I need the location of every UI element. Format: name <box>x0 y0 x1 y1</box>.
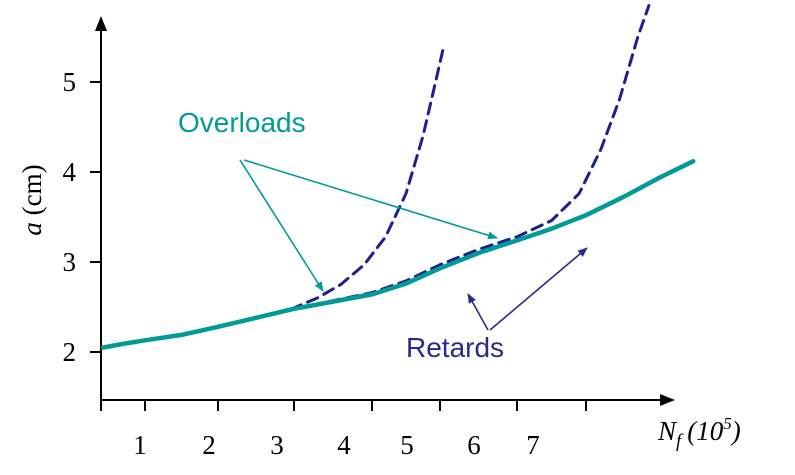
x-axis-arrow <box>660 394 675 406</box>
x-tick-label-3: 3 <box>270 430 284 460</box>
retards-arrow-left <box>467 293 489 331</box>
x-axis-unit-prefix: (10 <box>687 416 723 446</box>
dashed-series-line-2 <box>292 4 651 311</box>
x-axis-label: Nf(105) <box>657 414 741 452</box>
x-tick-label-6: 6 <box>467 430 481 460</box>
x-tick-label-2: 2 <box>202 430 216 460</box>
x-axis-unit-power: 5 <box>723 414 732 433</box>
y-axis-symbol: a <box>17 222 47 236</box>
y-axis-label: a (cm) <box>17 164 47 235</box>
overloads-arrow-left <box>239 159 324 292</box>
x-ticks <box>100 400 587 411</box>
y-ticks <box>90 81 101 353</box>
retards-label: Retards <box>406 332 504 363</box>
overloads-arrow-right <box>243 159 498 240</box>
y-tick-label-5: 5 <box>63 67 77 97</box>
x-tick-label-5: 5 <box>400 430 414 460</box>
retards-arrow-right <box>489 247 588 331</box>
y-axis-unit: (cm) <box>17 164 47 222</box>
x-axis-subscript: f <box>676 431 684 452</box>
y-axis-arrow <box>95 16 107 31</box>
x-tick-label-1: 1 <box>133 430 147 460</box>
x-tick-label-7: 7 <box>526 430 540 460</box>
x-axis-symbol: N <box>657 416 678 446</box>
y-tick-label-3: 3 <box>63 247 77 277</box>
x-axis-unit-suffix: ) <box>730 416 741 446</box>
dashed-series-line-1 <box>254 44 446 320</box>
overloads-label: Overloads <box>178 107 306 138</box>
y-tick-label-4: 4 <box>63 157 77 187</box>
solid-series-line <box>100 158 696 350</box>
series-layer <box>100 4 696 350</box>
x-tick-label-4: 4 <box>337 430 351 460</box>
y-tick-label-2: 2 <box>63 337 77 367</box>
